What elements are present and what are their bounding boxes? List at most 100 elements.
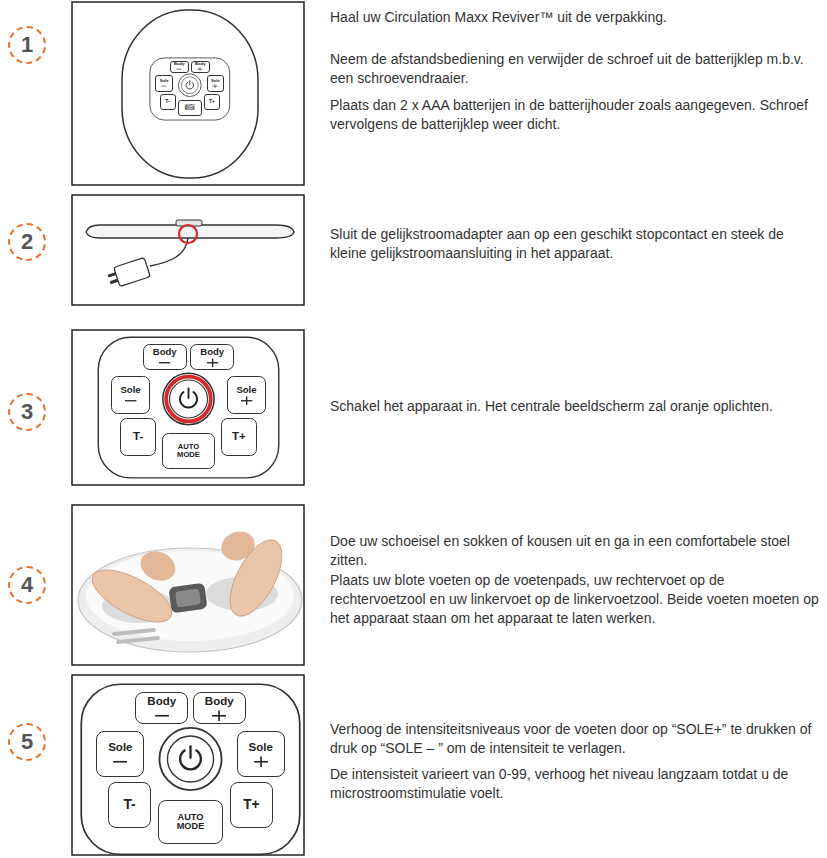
text: Body bbox=[147, 695, 176, 707]
remote-body bbox=[98, 337, 279, 478]
remote-button: T+ bbox=[221, 418, 257, 456]
remote-button: Body bbox=[135, 692, 188, 724]
text: Sole bbox=[249, 741, 273, 753]
text: 3 bbox=[21, 399, 33, 425]
remote-button: T+ bbox=[204, 94, 220, 111]
remote-button: Sole bbox=[227, 376, 267, 414]
minus-sign bbox=[176, 67, 182, 71]
text: Body bbox=[153, 347, 177, 357]
sign-stroke bbox=[159, 362, 170, 363]
power-symbol bbox=[189, 746, 191, 758]
sign-stroke bbox=[125, 400, 136, 401]
sign-stroke bbox=[212, 359, 213, 368]
minus-sign bbox=[158, 358, 171, 368]
plus-sign bbox=[240, 396, 253, 406]
remote-body bbox=[150, 58, 230, 120]
power-button bbox=[170, 380, 208, 418]
instruction-text: Sluit de gelijkstroomadapter aan op een … bbox=[330, 225, 820, 263]
remote-housing bbox=[122, 10, 258, 178]
step-number: 4 bbox=[8, 566, 46, 604]
text: AUTO MODE bbox=[173, 813, 208, 832]
remote-button: T+ bbox=[230, 782, 274, 828]
plus-sign bbox=[211, 710, 227, 722]
sign-stroke bbox=[260, 756, 262, 766]
sign-stroke bbox=[246, 397, 247, 406]
text: Sole bbox=[236, 385, 256, 395]
highlight-ring bbox=[166, 377, 211, 422]
text: T+ bbox=[209, 99, 215, 104]
picture-frame bbox=[72, 2, 304, 185]
power-button bbox=[168, 736, 214, 782]
text: T+ bbox=[232, 431, 246, 443]
minus-sign bbox=[124, 396, 137, 406]
power-symbol bbox=[188, 389, 190, 399]
power-ring bbox=[163, 373, 214, 424]
instruction-text: Neem de afstandsbediening en verwijder d… bbox=[330, 50, 820, 88]
step-number: 5 bbox=[8, 723, 46, 761]
instruction-text: De intensisteit varieert van 0-99, verho… bbox=[330, 765, 820, 803]
remote-button: Body bbox=[143, 344, 187, 371]
picture-frame bbox=[72, 675, 304, 855]
remote-button: AUTO MODE bbox=[178, 100, 202, 116]
text: 1 bbox=[21, 32, 33, 58]
text: Sole bbox=[211, 79, 220, 83]
feet-on-device bbox=[78, 527, 302, 652]
text: T- bbox=[165, 99, 169, 104]
picture-frame bbox=[72, 505, 304, 665]
instruction-text: Verhoog de intensiteitsniveaus voor de v… bbox=[330, 720, 820, 758]
sign-stroke bbox=[200, 67, 201, 71]
remote-button: Body bbox=[170, 61, 189, 73]
sign-stroke bbox=[162, 86, 167, 87]
text: 2 bbox=[21, 229, 33, 255]
instruction-text: Haal uw Circulation Maxx Reviver™ uit de… bbox=[330, 8, 820, 27]
instruction-text: Schakel het apparaat in. Het centrale be… bbox=[330, 397, 820, 416]
power-button bbox=[181, 77, 198, 94]
instruction-text: Plaats dan 2 x AAA batterijen in de batt… bbox=[330, 96, 820, 134]
remote-button: Sole bbox=[155, 75, 173, 92]
text: Body bbox=[205, 695, 234, 707]
sign-stroke bbox=[177, 69, 182, 70]
power-ring bbox=[178, 74, 201, 97]
remote-button: Sole bbox=[207, 75, 225, 92]
power-symbol bbox=[189, 81, 190, 85]
text: T- bbox=[133, 431, 143, 443]
minus-sign bbox=[112, 756, 128, 768]
remote-button: Body bbox=[191, 61, 210, 73]
instruction-text: Doe uw schoeisel en sokken of kousen uit… bbox=[330, 532, 820, 570]
text: AUTO MODE bbox=[183, 105, 196, 112]
instruction-text: Plaats uw blote voeten op de voetenpads,… bbox=[330, 571, 820, 628]
power-ring bbox=[159, 728, 221, 790]
remote-body bbox=[81, 684, 300, 854]
text: Body bbox=[174, 62, 184, 66]
text: 4 bbox=[21, 572, 33, 598]
text: 5 bbox=[21, 729, 33, 755]
text: AUTO MODE bbox=[174, 443, 203, 459]
remote-button: Sole bbox=[111, 376, 151, 414]
text: Sole bbox=[160, 79, 169, 83]
plus-sign bbox=[253, 756, 269, 768]
picture-frame bbox=[72, 195, 304, 305]
step-number: 2 bbox=[8, 223, 46, 261]
text: Body bbox=[195, 62, 205, 66]
remote-button: AUTO MODE bbox=[158, 800, 222, 844]
text: Body bbox=[200, 347, 224, 357]
text: Sole bbox=[108, 741, 132, 753]
sign-stroke bbox=[215, 84, 216, 88]
remote-button: T- bbox=[108, 782, 152, 828]
sign-stroke bbox=[218, 710, 220, 720]
remote-button: Body bbox=[190, 344, 234, 371]
plus-sign bbox=[197, 67, 203, 71]
text: T+ bbox=[243, 798, 260, 812]
step-number: 3 bbox=[8, 393, 46, 431]
minus-sign bbox=[161, 84, 167, 88]
sign-stroke bbox=[113, 761, 127, 763]
remote-button: T- bbox=[160, 94, 176, 111]
step-number: 1 bbox=[8, 26, 46, 64]
text: Sole bbox=[121, 385, 141, 395]
picture-frame bbox=[72, 330, 304, 485]
text: T- bbox=[123, 798, 135, 812]
minus-sign bbox=[154, 710, 170, 722]
plus-sign bbox=[212, 84, 218, 88]
remote-button: AUTO MODE bbox=[162, 433, 215, 469]
remote-button: T- bbox=[120, 418, 156, 456]
